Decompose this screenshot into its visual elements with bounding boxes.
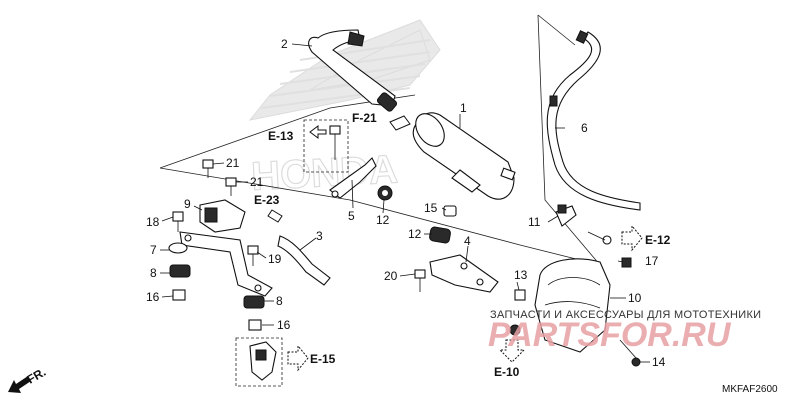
callout-4: 4 [464, 234, 471, 248]
bolt-part-20 [414, 269, 426, 292]
bolt-part-17 [621, 257, 632, 268]
joint-part-11 [555, 204, 577, 227]
leader-lines [160, 43, 650, 363]
callout-21a: 21 [226, 156, 240, 170]
honda-brand-watermark: HONDA [250, 147, 399, 199]
ref-f21: F-21 [352, 111, 377, 125]
bolt-part-19 [247, 245, 259, 266]
site-watermark: PARTSFOR.RU [488, 316, 732, 354]
ref-e13: E-13 [268, 129, 294, 143]
callout-16b: 16 [277, 318, 291, 332]
bolt-part-21b [225, 177, 237, 196]
front-direction-arrow [8, 376, 31, 393]
arrow-e23 [267, 209, 283, 223]
collar-part-13 [514, 289, 526, 301]
arrow-e12 [621, 224, 643, 252]
callout-2: 2 [281, 37, 288, 51]
long-hose-part-6 [546, 30, 641, 211]
bolt-part-14 [619, 339, 641, 367]
washer-part-7 [168, 242, 188, 254]
callout-9: 9 [184, 197, 191, 211]
bracket-part-5 [329, 157, 377, 199]
assembly-box-e13 [303, 119, 349, 173]
ref-e12: E-12 [645, 233, 671, 247]
ref-e15: E-15 [310, 352, 336, 366]
canister-part-1 [412, 112, 516, 200]
callout-5: 5 [348, 209, 355, 223]
callout-16a: 16 [146, 290, 160, 304]
callout-10: 10 [628, 291, 642, 305]
callout-8b: 8 [276, 294, 283, 308]
cover-part-10 [534, 258, 611, 353]
collar-part-16a [172, 289, 186, 301]
front-direction-label: FR. [25, 365, 49, 387]
arrow-e10 [498, 339, 526, 363]
arrow-f21 [389, 115, 411, 131]
grommet-part-8a [169, 264, 191, 278]
bolt-part-18 [172, 211, 184, 232]
mounting-plate [179, 231, 273, 297]
callout-8a: 8 [150, 266, 157, 280]
arrow-e15 [287, 344, 309, 372]
grommet-part-8b [243, 295, 265, 309]
assembly-box-e15 [235, 337, 283, 387]
callout-15: 15 [424, 201, 438, 215]
ref-e23: E-23 [254, 193, 280, 207]
callout-11: 11 [528, 215, 541, 229]
collar-part-16b [248, 319, 262, 331]
breather-hose-part-2 [308, 29, 398, 112]
hose-part-3 [277, 235, 331, 286]
ref-e10: E-10 [494, 365, 520, 379]
callout-13: 13 [514, 268, 528, 282]
bolt-e10 [509, 324, 521, 336]
callout-6: 6 [581, 121, 588, 135]
grommet-part-13 [377, 185, 393, 201]
bolt-e12 [587, 231, 612, 245]
callout-19: 19 [268, 252, 282, 266]
rubber-part-12 [429, 226, 451, 244]
diagram-code: MKFAF2600 [722, 384, 778, 395]
callout-18: 18 [146, 215, 160, 229]
site-tagline: ЗАПЧАСТИ И АКСЕССУАРЫ ДЛЯ МОТОТЕХНИКИ [490, 309, 761, 321]
arrow-e13 [309, 125, 327, 139]
callout-13-grommet: 12 [376, 213, 390, 227]
bolt-part-15 [443, 205, 457, 217]
callout-17: 17 [645, 254, 659, 268]
bracket-part-4 [429, 254, 499, 293]
callout-1: 1 [460, 101, 467, 115]
callout-20: 20 [384, 269, 398, 283]
sensor-part-9 [199, 199, 246, 233]
callout-12: 12 [408, 227, 422, 241]
callout-21b: 21 [250, 175, 264, 189]
callout-7: 7 [150, 243, 157, 257]
callout-14: 14 [652, 355, 666, 369]
callout-3: 3 [316, 229, 323, 243]
